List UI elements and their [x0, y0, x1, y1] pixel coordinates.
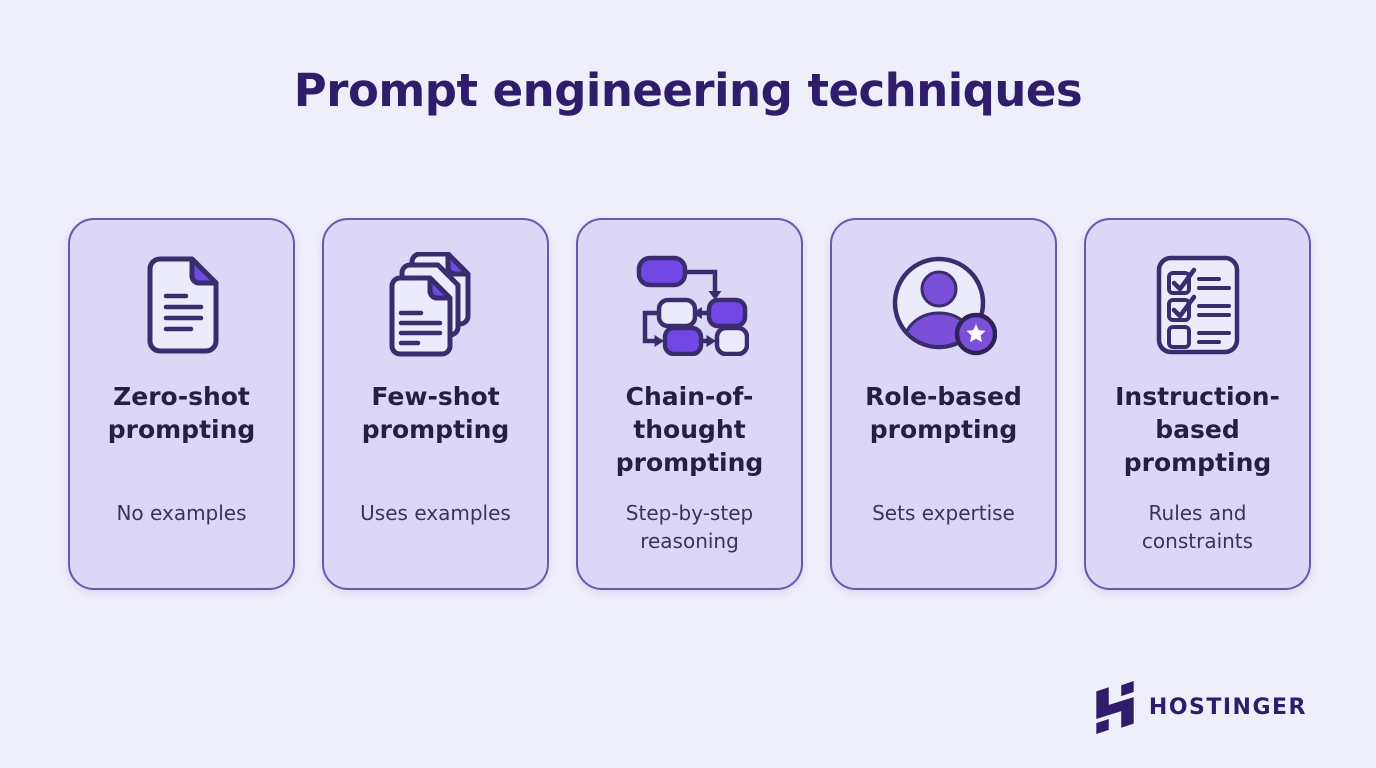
brand-wordmark: HOSTINGER — [1148, 694, 1307, 720]
card-title: Few-shot prompting — [361, 382, 510, 444]
card-title: Zero-shot prompting — [107, 382, 256, 444]
flowchart-icon — [578, 248, 801, 362]
card-subtitle: No examples — [116, 501, 247, 525]
card-subtitle: Uses examples — [360, 501, 511, 525]
card-role-based-prompting: Role-based prompting Sets expertise — [830, 218, 1057, 590]
documents-stack-icon — [324, 248, 547, 362]
hostinger-logo-icon — [1092, 680, 1138, 734]
card-subtitle: Rules and constraints — [1141, 501, 1254, 553]
technique-cards-row: Zero-shot prompting No examples — [68, 218, 1311, 590]
user-star-icon — [832, 248, 1055, 362]
card-title: Chain-of- thought prompting — [615, 382, 764, 477]
card-subtitle: Sets expertise — [872, 501, 1015, 525]
card-title: Role-based prompting — [865, 382, 1022, 444]
brand-footer: HOSTINGER — [1092, 680, 1307, 734]
card-chain-of-thought-prompting: Chain-of- thought prompting Step-by-step… — [576, 218, 803, 590]
card-instruction-based-prompting: Instruction- based prompting Rules and c… — [1084, 218, 1311, 590]
card-subtitle: Step-by-step reasoning — [625, 501, 754, 553]
page-title: Prompt engineering techniques — [293, 64, 1083, 117]
card-few-shot-prompting: Few-shot prompting Uses examples — [322, 218, 549, 590]
document-icon — [70, 248, 293, 362]
card-zero-shot-prompting: Zero-shot prompting No examples — [68, 218, 295, 590]
checklist-icon — [1086, 248, 1309, 362]
card-title: Instruction- based prompting — [1115, 382, 1280, 477]
